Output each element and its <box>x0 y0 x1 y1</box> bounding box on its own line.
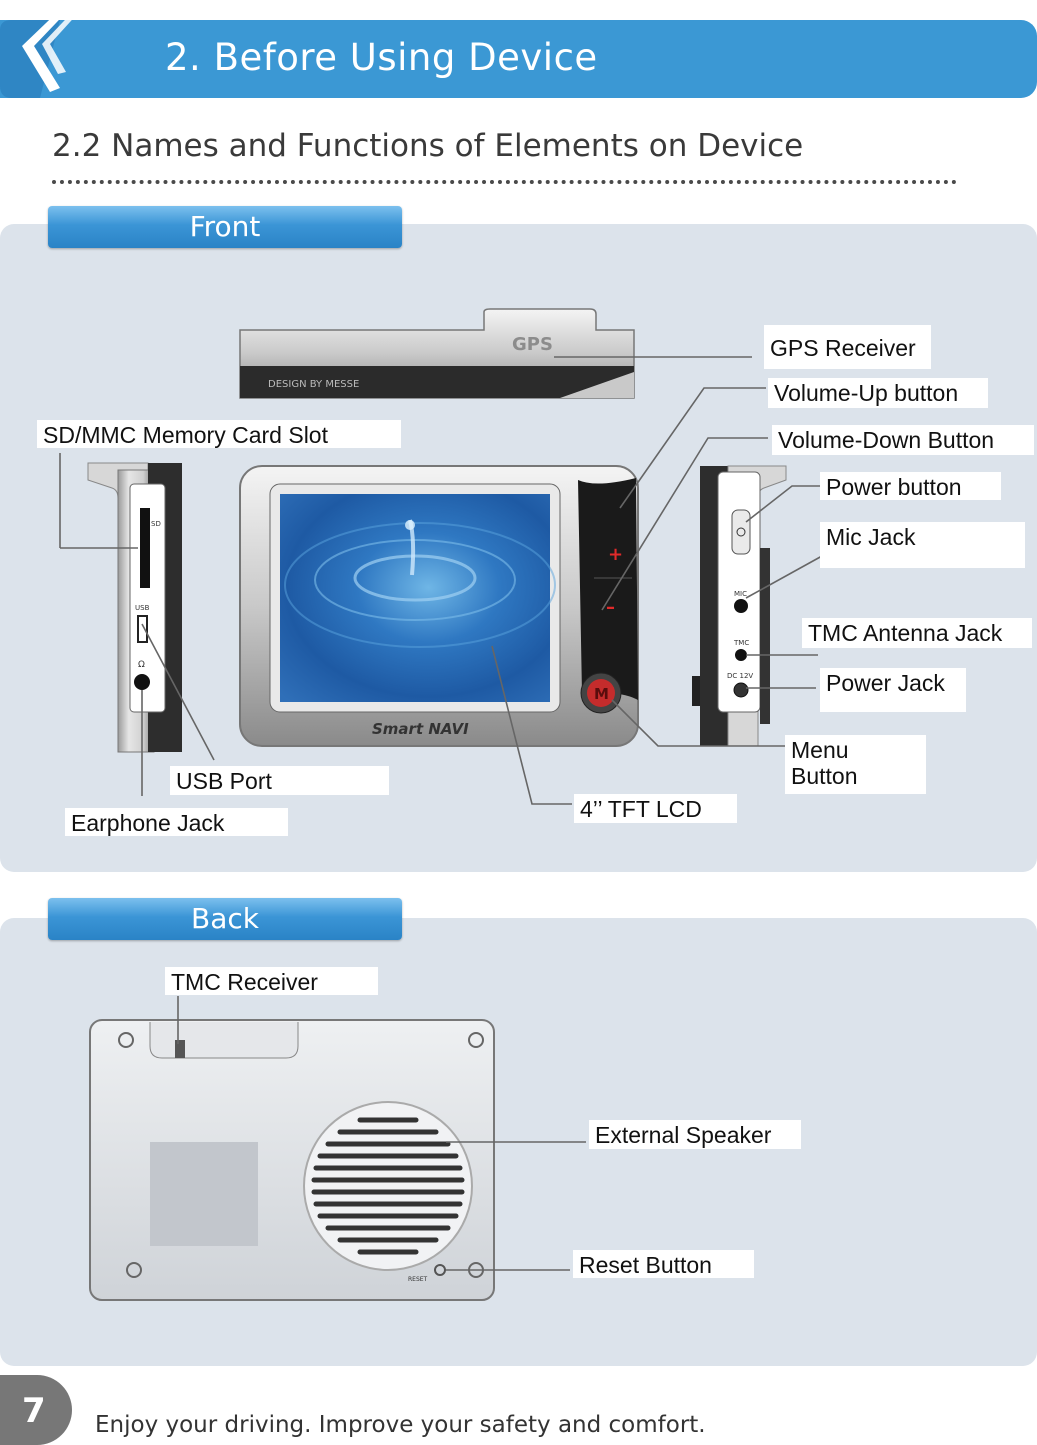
reset-button-label: Reset Button <box>573 1250 754 1278</box>
front-tab: Front <box>48 206 402 248</box>
external-speaker-label: External Speaker <box>589 1120 801 1149</box>
gps-receiver-label: GPS Receiver <box>764 325 931 369</box>
device-back-view: RESET <box>89 1019 495 1301</box>
volume-up-label: Volume-Up button <box>768 378 988 408</box>
device-right-side-view: MIC TMC DC 12V <box>692 465 787 747</box>
side-dc-text: DC 12V <box>727 672 753 680</box>
side-mic-text: MIC <box>734 590 747 598</box>
volume-down-key: – <box>606 597 615 618</box>
brand-text: Smart NAVI <box>372 720 469 738</box>
menu-button-label: Menu Button <box>785 735 926 794</box>
power-button-label: Power button <box>820 472 1001 500</box>
side-usb-text: USB <box>135 604 150 612</box>
top-design-text: DESIGN BY MESSE <box>268 379 359 390</box>
sd-slot-label: SD/MMC Memory Card Slot <box>37 420 401 448</box>
usb-port-label: USB Port <box>170 766 389 795</box>
speaker-grille <box>311 1117 465 1255</box>
volume-down-label: Volume-Down Button <box>772 425 1034 455</box>
back-tab-label: Back <box>191 902 259 935</box>
front-leader-lines <box>59 356 823 805</box>
back-leader-lines <box>177 996 586 1271</box>
tmc-receiver-label: TMC Receiver <box>165 967 378 995</box>
reset-text: RESET <box>408 1276 428 1283</box>
side-sd-text: SD <box>151 520 161 528</box>
device-front-view: + – M Smart NAVI <box>239 465 639 747</box>
earphone-jack-label: Earphone Jack <box>65 808 288 836</box>
svg-text:Ω: Ω <box>138 660 145 670</box>
page-number-badge: 7 <box>0 1375 72 1445</box>
power-jack-label: Power Jack <box>820 668 966 712</box>
page-header-title: 2. Before Using Device <box>165 36 598 79</box>
mic-jack-label: Mic Jack <box>820 522 1025 568</box>
device-top-view: DESIGN BY MESSE GPS <box>239 308 635 399</box>
side-tmc-text: TMC <box>733 639 749 647</box>
volume-up-key: + <box>608 544 623 565</box>
front-tab-label: Front <box>189 210 261 243</box>
tft-lcd-label: 4’’ TFT LCD <box>574 794 737 823</box>
page-number: 7 <box>22 1391 46 1431</box>
gps-logo: GPS <box>512 334 553 355</box>
footer-tagline: Enjoy your driving. Improve your safety … <box>95 1412 706 1438</box>
header-bar <box>0 20 1037 98</box>
dotted-divider <box>52 180 957 184</box>
tmc-antenna-label: TMC Antenna Jack <box>802 618 1032 648</box>
back-tab: Back <box>48 898 402 940</box>
section-heading: 2.2 Names and Functions of Elements on D… <box>52 128 804 164</box>
manual-logo-icon <box>0 0 90 98</box>
device-left-side-view: SD USB Ω <box>87 462 182 753</box>
menu-key: M <box>594 685 609 703</box>
